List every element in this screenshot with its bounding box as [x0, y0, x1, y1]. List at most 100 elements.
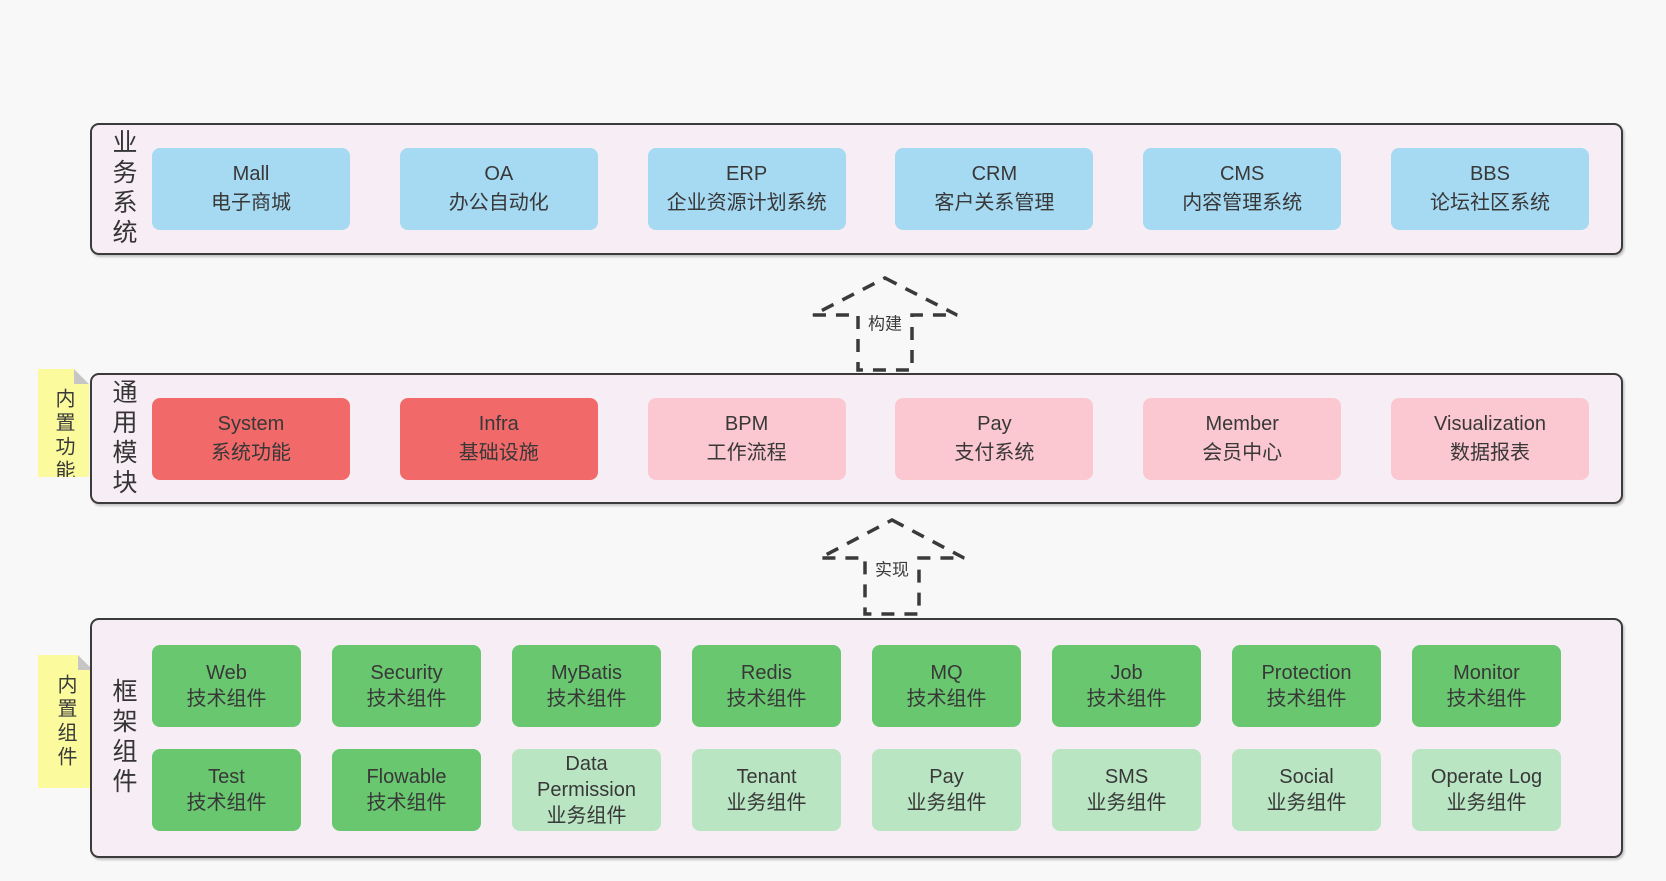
box-subtitle: 技术组件	[1086, 688, 1167, 710]
sticky-note-text: 内置功能	[52, 388, 74, 484]
box-pay: Pay 业务组件	[872, 749, 1021, 831]
box-subtitle: 技术组件	[186, 688, 267, 710]
box-operate-log: Operate Log 业务组件	[1412, 749, 1561, 831]
box-title: MQ	[930, 662, 963, 684]
box-title: CMS	[1219, 163, 1265, 185]
box-flowable: Flowable 技术组件	[332, 749, 481, 831]
box-job: Job 技术组件	[1052, 645, 1201, 727]
box-tenant: Tenant 业务组件	[692, 749, 841, 831]
box-title: SMS	[1104, 766, 1149, 788]
box-mybatis: MyBatis 技术组件	[512, 645, 661, 727]
box-monitor: Monitor 技术组件	[1412, 645, 1561, 727]
box-test: Test 技术组件	[152, 749, 301, 831]
box-crm: CRM 客户关系管理	[895, 148, 1094, 230]
box-title: Data Permission	[537, 753, 636, 801]
box-subtitle: 办公自动化	[448, 192, 549, 214]
sticky-note-built-in-features: 内置功能	[38, 369, 89, 477]
folded-corner-icon	[74, 369, 89, 384]
box-title: Test	[208, 766, 245, 788]
box-data-permission: Data Permission 业务组件	[512, 749, 661, 831]
box-subtitle: 技术组件	[186, 792, 267, 814]
box-title: Social	[1279, 766, 1334, 788]
box-title: Pay	[929, 766, 964, 788]
layer-business-systems: 业务系统 Mall 电子商城 OA 办公自动化 ERP 企业资源计划系统 CRM 客户关系管理…	[90, 123, 1623, 255]
box-subtitle: 技术组件	[366, 792, 447, 814]
box-title: Redis	[740, 662, 793, 684]
build-arrow-icon	[812, 276, 958, 372]
layer-label: 业务系统	[109, 129, 137, 249]
box-subtitle: 业务组件	[906, 792, 987, 814]
box-subtitle: 客户关系管理	[934, 192, 1055, 214]
box-title: Member	[1205, 412, 1279, 435]
build-arrow-label: 构建	[863, 307, 907, 337]
box-mq: MQ 技术组件	[872, 645, 1021, 727]
sticky-note-built-in-components: 内置组件	[38, 655, 93, 788]
box-title: Mall	[232, 163, 270, 185]
box-title: Operate Log	[1430, 766, 1543, 788]
box-title: Infra	[478, 412, 519, 435]
box-subtitle: 业务组件	[1446, 792, 1527, 814]
box-title: Visualization	[1434, 412, 1546, 435]
box-mall: Mall 电子商城	[152, 148, 350, 230]
box-subtitle: 工作流程	[706, 441, 787, 464]
box-protection: Protection 技术组件	[1232, 645, 1381, 727]
box-infra: Infra 基础设施	[399, 397, 598, 480]
box-oa: OA 办公自动化	[399, 148, 598, 230]
box-redis: Redis 技术组件	[692, 645, 841, 727]
box-web: Web 技术组件	[152, 645, 301, 727]
box-system: System 系统功能	[152, 397, 350, 480]
box-subtitle: 会员中心	[1202, 441, 1283, 464]
box-title: Pay	[977, 412, 1012, 435]
box-title: System	[217, 412, 285, 435]
box-title: MyBatis	[550, 662, 623, 684]
layer-label: 框架组件	[109, 678, 137, 798]
box-subtitle: 电子商城	[211, 192, 291, 214]
box-security: Security 技术组件	[332, 645, 481, 727]
box-subtitle: 技术组件	[1266, 688, 1347, 710]
box-title: Job	[1110, 662, 1143, 684]
box-subtitle: 业务组件	[546, 805, 627, 827]
box-title: Tenant	[736, 766, 797, 788]
box-title: Protection	[1261, 662, 1352, 684]
layer-label: 通用模块	[109, 378, 137, 499]
box-subtitle: 技术组件	[1446, 688, 1527, 710]
sticky-note-text: 内置组件	[54, 674, 76, 770]
implement-arrow-label: 实现	[870, 553, 914, 583]
box-erp: ERP 企业资源计划系统	[647, 148, 846, 230]
box-subtitle: 系统功能	[211, 441, 291, 464]
box-subtitle: 技术组件	[906, 688, 987, 710]
box-title: Web	[206, 662, 247, 684]
box-subtitle: 数据报表	[1449, 441, 1530, 464]
boxes-area: System 系统功能 Infra 基础设施 BPM 工作流程 Pay 支付系统 Member 会…	[152, 375, 1589, 502]
box-subtitle: 技术组件	[546, 688, 627, 710]
boxes-area: Mall 电子商城 OA 办公自动化 ERP 企业资源计划系统 CRM 客户关系管理 CMS 内容…	[152, 125, 1589, 253]
box-bpm: BPM 工作流程	[647, 397, 846, 480]
box-subtitle: 业务组件	[726, 792, 807, 814]
box-title: BPM	[724, 412, 769, 435]
box-title: ERP	[726, 163, 768, 185]
box-row: Mall 电子商城 OA 办公自动化 ERP 企业资源计划系统 CRM 客户关系管理 CMS 内容…	[152, 148, 1589, 230]
box-subtitle: 技术组件	[726, 688, 807, 710]
box-subtitle: 支付系统	[954, 441, 1035, 464]
box-title: CRM	[971, 163, 1018, 185]
box-cms: CMS 内容管理系统	[1143, 148, 1342, 230]
box-subtitle: 技术组件	[366, 688, 447, 710]
box-subtitle: 企业资源计划系统	[666, 192, 827, 214]
box-subtitle: 基础设施	[458, 441, 539, 464]
box-title: Security	[370, 662, 443, 684]
box-title: OA	[484, 163, 514, 185]
box-row: System 系统功能 Infra 基础设施 BPM 工作流程 Pay 支付系统 Member 会…	[152, 397, 1589, 480]
layer-common-modules: 通用模块 System 系统功能 Infra 基础设施 BPM 工作流程 Pay 支付系统 Me…	[90, 373, 1623, 504]
implement-arrow-icon	[819, 518, 965, 616]
box-subtitle: 业务组件	[1086, 792, 1167, 814]
box-subtitle: 内容管理系统	[1182, 192, 1303, 214]
box-visualization: Visualization 数据报表	[1390, 397, 1589, 480]
box-title: Flowable	[366, 766, 447, 788]
box-title: Monitor	[1453, 662, 1520, 684]
